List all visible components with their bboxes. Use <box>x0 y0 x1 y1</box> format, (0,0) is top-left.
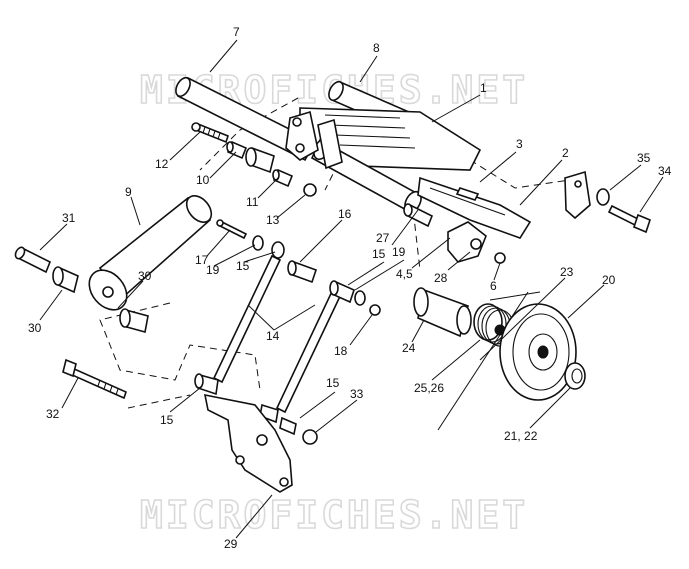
bracket-right <box>564 170 591 220</box>
bushing-15-lower <box>194 373 219 396</box>
callout-28: 28 <box>434 271 448 285</box>
bolt-12 <box>191 122 229 144</box>
callout-17: 17 <box>195 253 209 267</box>
callout-24: 24 <box>402 341 416 355</box>
washer-19-left <box>252 235 264 251</box>
washer-35 <box>596 188 610 206</box>
nut-18 <box>369 304 381 316</box>
callout-15-left: 15 <box>236 259 250 273</box>
washer-19-right <box>354 290 366 306</box>
callout-10: 10 <box>196 173 210 187</box>
callout-23: 23 <box>560 265 574 279</box>
pulley-20 <box>499 303 577 401</box>
bushing-30-left <box>52 266 79 294</box>
callout-32: 32 <box>46 407 60 421</box>
callout-35: 35 <box>637 151 651 165</box>
bushing-30-right <box>119 308 149 334</box>
callout-8: 8 <box>373 41 380 55</box>
callout-13: 13 <box>266 213 280 227</box>
bushing-10 <box>226 140 248 160</box>
callout-2: 2 <box>562 146 569 160</box>
bolt-17 <box>216 219 248 240</box>
callout-3: 3 <box>516 137 523 151</box>
ring-21-22 <box>564 362 586 390</box>
bolt-34 <box>607 204 651 234</box>
bushing-27 <box>403 203 434 228</box>
callout-9: 9 <box>125 185 132 199</box>
callout-18: 18 <box>334 344 348 358</box>
bolt-32 <box>62 358 127 400</box>
callout-6: 6 <box>490 279 497 293</box>
callout-30-right: 30 <box>138 269 152 283</box>
callout-1: 1 <box>480 81 487 95</box>
bushing-15-right <box>329 280 355 304</box>
rod-7 <box>175 76 317 162</box>
callout-31: 31 <box>62 211 76 225</box>
callout-4-5: 4,5 <box>396 267 413 281</box>
watermark-bottom: MICROFICHES.NET <box>140 493 528 537</box>
block-28 <box>447 221 487 263</box>
leader-lines <box>39 39 664 539</box>
callout-labels: 7 8 1 3 2 35 34 12 10 11 13 9 31 16 17 1… <box>28 25 672 551</box>
block-sleeve <box>245 146 275 174</box>
pin-31 <box>14 246 52 274</box>
callout-27: 27 <box>376 231 390 245</box>
shock-cylinder-9 <box>88 195 213 311</box>
frame-1 <box>285 107 482 214</box>
pin-3 <box>455 187 480 201</box>
callout-19-left: 19 <box>206 263 220 277</box>
bushing-11 <box>272 168 294 188</box>
callout-14: 14 <box>266 329 280 343</box>
callout-15-lower: 15 <box>160 413 174 427</box>
bushing-15-left <box>271 241 285 259</box>
callout-11: 11 <box>246 195 259 209</box>
callout-7: 7 <box>233 25 240 39</box>
bushing-24 <box>413 287 472 338</box>
callout-25-26: 25,26 <box>414 381 444 395</box>
callout-16: 16 <box>338 207 352 221</box>
nut-33 <box>302 429 318 445</box>
callout-15-right: 15 <box>372 247 386 261</box>
bracket-29 <box>203 393 293 493</box>
bushing-16 <box>287 260 318 284</box>
nut-13 <box>303 183 317 197</box>
callout-20: 20 <box>602 273 616 287</box>
callout-15-bottom: 15 <box>326 376 340 390</box>
callout-19-right: 19 <box>392 245 406 259</box>
callout-34: 34 <box>658 164 672 178</box>
callout-12: 12 <box>155 157 169 171</box>
callout-29: 29 <box>224 537 238 551</box>
callout-21-22: 21, 22 <box>504 429 538 443</box>
nut-6 <box>494 252 506 264</box>
callout-30-left: 30 <box>28 321 42 335</box>
callout-33: 33 <box>350 387 364 401</box>
bracket-2 <box>417 176 532 239</box>
